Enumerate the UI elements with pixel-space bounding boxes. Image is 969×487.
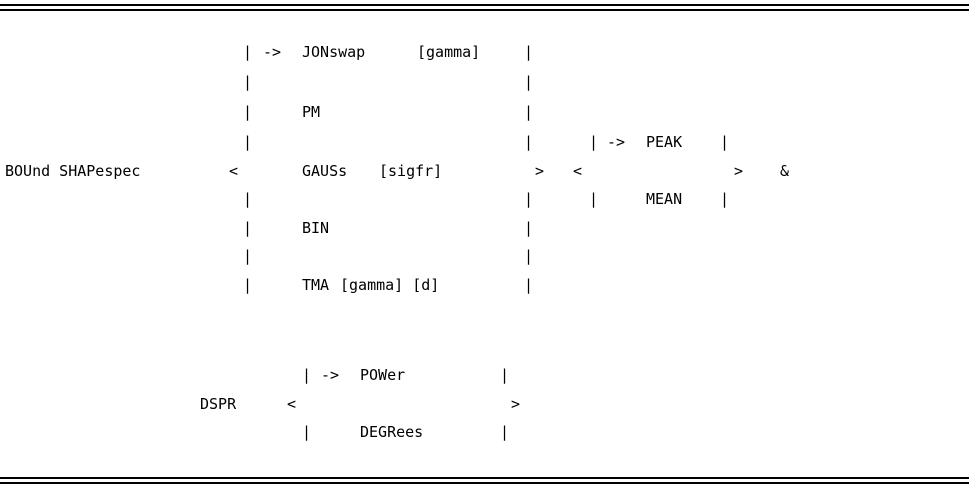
option-gauss: GAUSs — [302, 162, 348, 180]
open-bracket-dspr: < — [287, 395, 297, 413]
option-tma: TMA — [302, 276, 330, 294]
option-jonswap: JONswap — [302, 43, 366, 61]
dspr-bar-left-2: | — [302, 423, 312, 441]
option-bin: BIN — [302, 219, 330, 237]
command-keyword: BOUnd SHAPespec — [5, 162, 141, 180]
right-bar-4: | — [524, 133, 534, 151]
right-bar-7: | — [524, 219, 534, 237]
period-bar-right-2: | — [720, 190, 730, 208]
option-degrees: DEGRees — [360, 423, 424, 441]
right-bar-8: | — [524, 247, 534, 265]
top-rule-line-1 — [0, 4, 969, 6]
right-bar-3: | — [524, 103, 534, 121]
option-pm: PM — [302, 103, 321, 121]
right-bar-2: | — [524, 73, 534, 91]
param-gauss-sigfr: [sigfr] — [379, 162, 443, 180]
left-bar-3: | — [243, 103, 253, 121]
right-bar-9: | — [524, 276, 534, 294]
param-jonswap-gamma: [gamma] — [417, 43, 481, 61]
open-bracket-spectrum: < — [229, 162, 239, 180]
close-bracket-spectrum: > — [535, 162, 545, 180]
default-arrow-jonswap: -> — [263, 43, 282, 61]
left-bar-6: | — [243, 190, 253, 208]
option-mean: MEAN — [646, 190, 683, 208]
left-bar-2: | — [243, 73, 253, 91]
right-bar-1: | — [524, 43, 534, 61]
top-rule-line-2 — [0, 9, 969, 11]
default-arrow-peak: -> — [607, 133, 626, 151]
period-bar-right-1: | — [720, 133, 730, 151]
left-bar-7: | — [243, 219, 253, 237]
dspr-bar-right-1: | — [500, 366, 510, 384]
dspr-bar-left-1: | — [302, 366, 312, 384]
open-bracket-period: < — [573, 162, 583, 180]
left-bar-9: | — [243, 276, 253, 294]
close-bracket-period: > — [734, 162, 744, 180]
period-bar-left-1: | — [589, 133, 599, 151]
close-bracket-dspr: > — [511, 395, 521, 413]
option-peak: PEAK — [646, 133, 683, 151]
left-bar-1: | — [243, 43, 253, 61]
period-bar-left-2: | — [589, 190, 599, 208]
left-bar-4: | — [243, 133, 253, 151]
left-bar-8: | — [243, 247, 253, 265]
option-power: POWer — [360, 366, 406, 384]
bottom-rule-line-1 — [0, 477, 969, 479]
bottom-rule-line-2 — [0, 482, 969, 484]
default-arrow-power: -> — [321, 366, 340, 384]
dspr-keyword: DSPR — [200, 395, 237, 413]
right-bar-6: | — [524, 190, 534, 208]
dspr-bar-right-2: | — [500, 423, 510, 441]
param-tma: [gamma] [d] — [340, 276, 440, 294]
continuation-ampersand: & — [780, 162, 790, 180]
